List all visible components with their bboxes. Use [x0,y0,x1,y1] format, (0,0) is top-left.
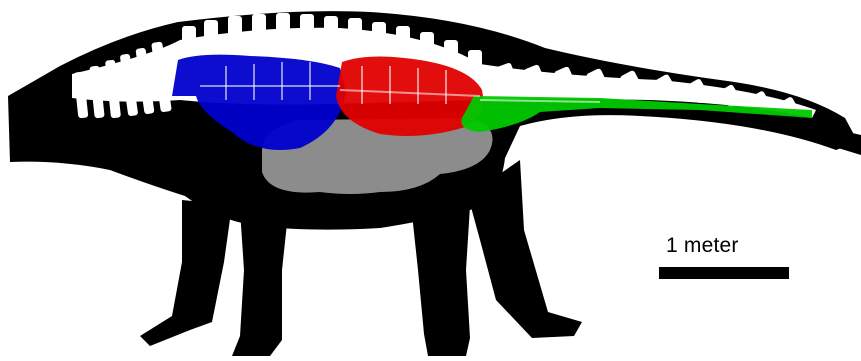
silhouette-hind-left-leg [412,206,470,356]
silhouette-hind-right-leg [468,160,582,338]
scale-bar-label: 1 meter [666,234,739,258]
silhouette-front-right-leg [232,210,288,356]
silhouette-front-left-leg [140,200,232,346]
scale-bar [659,267,789,279]
